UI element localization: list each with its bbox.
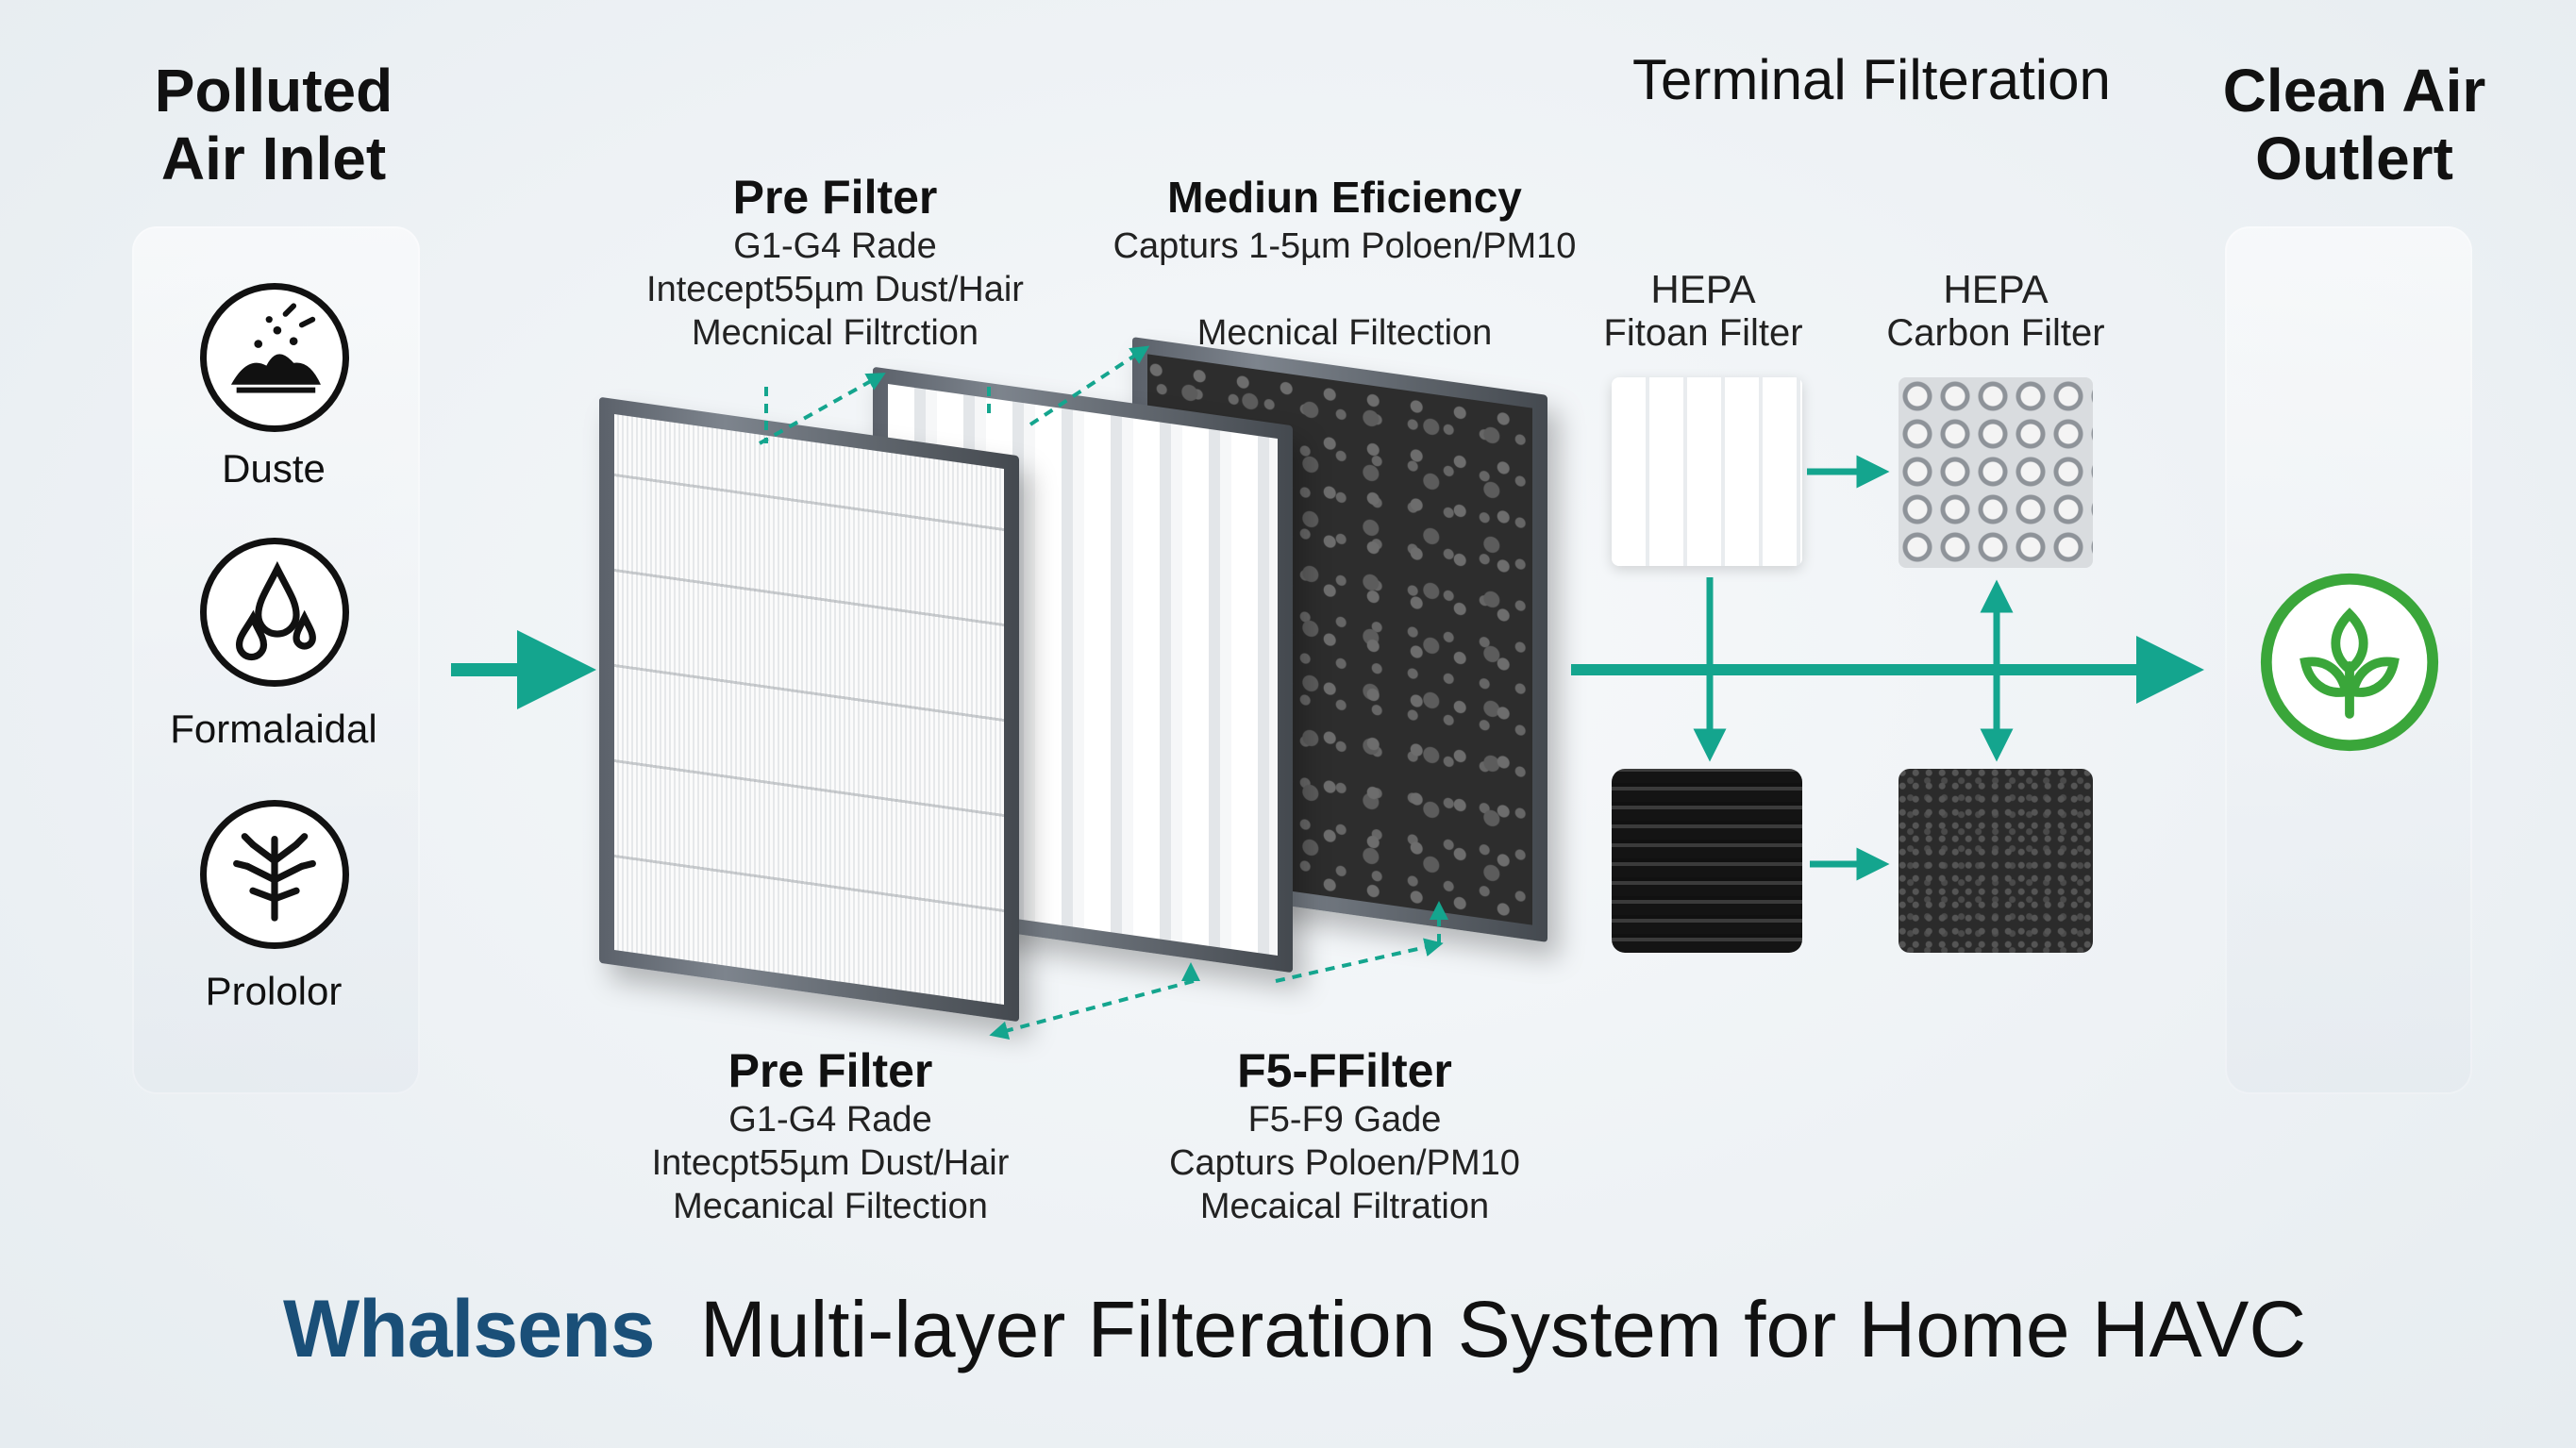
- bottom-prefilter-callout: [989, 979, 1195, 1040]
- hepa-carbon-line2: Carbon Filter: [1886, 312, 2105, 354]
- outlet-title: Clean Air Outlert: [2199, 57, 2510, 192]
- top-prefilter-title: Pre Filter: [732, 171, 938, 224]
- top-prefilter-callout: [759, 373, 886, 445]
- top-medium-title: Mediun Eficiency: [1167, 173, 1522, 222]
- ribbed-carbon-block: [1612, 769, 1802, 953]
- hepa-fitoan-label: HEPA Fitoan Filter: [1585, 268, 1821, 355]
- outlet-title-line1: Clean Air: [2222, 57, 2486, 125]
- droplets-icon: [200, 538, 349, 687]
- bottom-f5-line1: F5-F9 Gade: [1247, 1100, 1442, 1140]
- top-medium-line3: Mecnical Filtection: [1196, 313, 1493, 353]
- formaldehyde-label: Formalaidal: [170, 707, 377, 751]
- bottom-prefilter-line3: Mecanical Filtection: [673, 1187, 988, 1226]
- activated-carbon-block: [1899, 769, 2093, 953]
- bottom-f5-callout: [1275, 938, 1444, 983]
- bottom-prefilter-caption: Pre Filter G1-G4 Rade Intecpt55µm Dust/H…: [594, 1043, 1066, 1228]
- footer-tagline: Multi-layer Filteration System for Home …: [699, 1285, 2307, 1373]
- inlet-title-line1: Polluted: [154, 57, 393, 125]
- hepa-carbon-line1: HEPA: [1943, 267, 2049, 311]
- bottom-prefilter-line1: G1-G4 Rade: [728, 1100, 932, 1140]
- top-medium-caption: Mediun Eficiency Capturs 1-5µm Poloen/PM…: [1085, 170, 1604, 355]
- dust-icon: [200, 283, 349, 432]
- footer: Whalsens Multi-layer Filteration System …: [283, 1283, 2453, 1396]
- inlet-title: Polluted Air Inlet: [113, 57, 434, 192]
- top-prefilter-line3: Mecnical Filtrction: [691, 313, 979, 353]
- hepa-fitoan-line1: HEPA: [1650, 267, 1756, 311]
- top-prefilter-line1: G1-G4 Rade: [733, 226, 937, 266]
- hepa-fitoan-tile: [1612, 377, 1802, 566]
- bottom-f5-title: F5-FFilter: [1237, 1044, 1452, 1097]
- top-medium-line1: Capturs 1-5µm Poloen/PM10: [1112, 226, 1577, 266]
- outlet-title-line2: Outlert: [2255, 125, 2453, 192]
- pollen-label: Prololor: [205, 969, 343, 1013]
- terminal-title: Terminal Filteration: [1632, 48, 2111, 111]
- hepa-carbon-label: HEPA Carbon Filter: [1849, 268, 2142, 355]
- plant-icon: [200, 800, 349, 949]
- top-prefilter-caption: Pre Filter G1-G4 Rade Intecept55µm Dust/…: [604, 170, 1066, 355]
- hepa-fitoan-line2: Fitoan Filter: [1603, 312, 1803, 354]
- leaf-icon: [2257, 570, 2442, 755]
- top-prefilter-line2: Intecept55µm Dust/Hair: [646, 270, 1024, 309]
- hepa-carbon-tile: [1899, 377, 2093, 568]
- top-medium-callout: [1029, 345, 1150, 426]
- bottom-f5-caption: F5-FFilter F5-F9 Gade Capturs Poloen/PM1…: [1095, 1043, 1595, 1228]
- dust-label: Duste: [222, 446, 326, 491]
- bottom-prefilter-line2: Intecpt55µm Dust/Hair: [651, 1143, 1010, 1183]
- bottom-f5-line3: Mecaical Filtration: [1199, 1187, 1490, 1226]
- bottom-f5-line2: Capturs Poloen/PM10: [1169, 1143, 1520, 1183]
- brand-name: Whalsens: [283, 1284, 655, 1374]
- inlet-title-line2: Air Inlet: [160, 125, 387, 192]
- bottom-prefilter-title: Pre Filter: [728, 1044, 933, 1097]
